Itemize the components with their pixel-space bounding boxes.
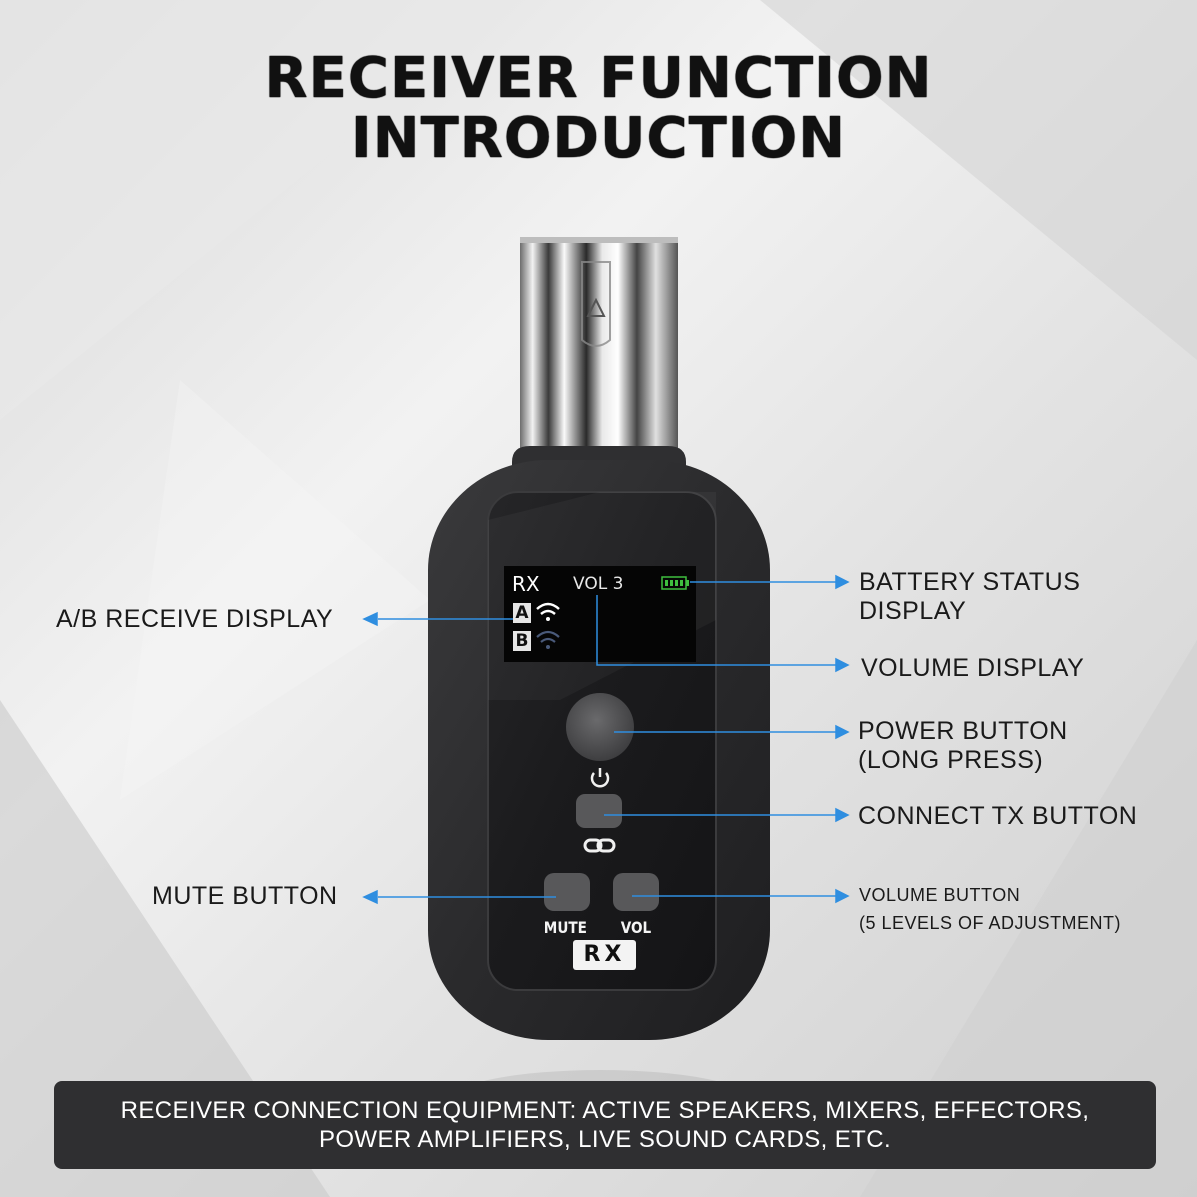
signal-a-icon: [536, 602, 560, 621]
power-button-label-line1: POWER BUTTON: [858, 717, 1068, 745]
ab-receive-display-label: A/B RECEIVE DISPLAY: [56, 605, 334, 633]
xlr-connector: [520, 237, 678, 462]
footer-line1: RECEIVER CONNECTION EQUIPMENT: ACTIVE SP…: [120, 1097, 1090, 1124]
mute-caption: MUTE: [543, 918, 587, 937]
channel-b-badge: B: [513, 631, 531, 651]
mute-button[interactable]: [544, 873, 590, 911]
signal-b-icon: [536, 630, 560, 649]
mute-button-label: MUTE BUTTON: [152, 882, 338, 910]
callout-lines: [362, 574, 850, 905]
oled-screen: [504, 566, 696, 662]
screen-mode-label: RX: [512, 572, 540, 596]
volume-display-label: VOLUME DISPLAY: [861, 654, 1085, 682]
battery-status-label-line2: DISPLAY: [859, 597, 967, 625]
screen-volume-label: VOL 3: [573, 574, 624, 594]
rx-badge: RX: [573, 940, 636, 970]
vol-button[interactable]: [613, 873, 659, 911]
volume-button-label-line1: VOLUME BUTTON: [859, 885, 1021, 905]
power-icon: [590, 768, 610, 788]
vol-caption: VOL: [620, 918, 652, 937]
connect-tx-button-label: CONNECT TX BUTTON: [858, 802, 1138, 830]
channel-a-badge: A: [513, 603, 531, 623]
page-title-line2: INTRODUCTION: [350, 106, 847, 171]
power-button[interactable]: [566, 693, 634, 761]
footer-banner: RECEIVER CONNECTION EQUIPMENT: ACTIVE SP…: [54, 1081, 1156, 1169]
connect-tx-button[interactable]: [576, 794, 622, 828]
link-icon: [583, 838, 616, 853]
volume-button-label-line2: (5 LEVELS OF ADJUSTMENT): [859, 913, 1122, 933]
battery-status-label-line1: BATTERY STATUS: [859, 568, 1081, 596]
footer-line2: POWER AMPLIFIERS, LIVE SOUND CARDS, ETC.: [318, 1126, 892, 1153]
power-button-label-line2: (LONG PRESS): [858, 746, 1044, 774]
page-title-line1: RECEIVER FUNCTION: [264, 46, 933, 111]
battery-icon: [661, 576, 689, 590]
